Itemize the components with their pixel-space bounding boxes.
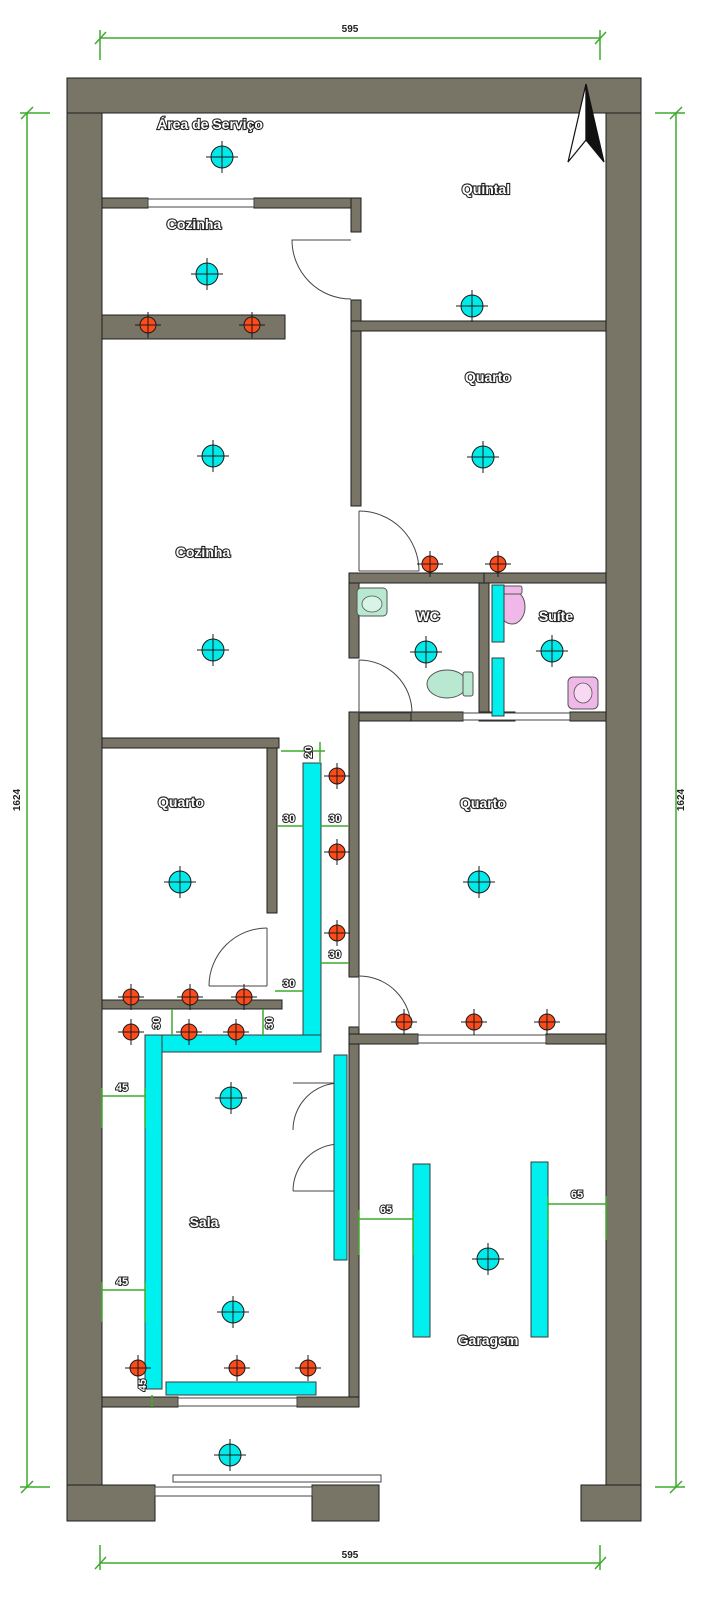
- wall-outlet-icon: [324, 763, 350, 789]
- duct-sala-door: [333, 1054, 348, 1261]
- duct-sala-vertical: [144, 1034, 163, 1390]
- wall-outlet-icon: [485, 551, 511, 577]
- ceiling-light-icon: [191, 258, 223, 290]
- ceiling-light-icon: [467, 441, 499, 473]
- wall-outlet-icon: [177, 984, 203, 1010]
- ceiling-light-icon: [164, 866, 196, 898]
- room-label-quintal: Quintal: [462, 181, 510, 197]
- ceiling-light-icon: [410, 636, 442, 668]
- wall-front-left: [66, 1484, 156, 1522]
- dim-30-b: 30: [329, 813, 341, 825]
- wall-front-right: [580, 1484, 642, 1522]
- ceiling-light-icon: [206, 141, 238, 173]
- window-front: [154, 1486, 313, 1497]
- duct-hall-vertical: [302, 762, 322, 1052]
- wall-outlet-icon: [324, 839, 350, 865]
- room-labels: Área de Serviço Quintal Cozinha Quarto C…: [156, 115, 574, 1349]
- dim-45-a: 45: [116, 1082, 128, 1094]
- dim-30-f: 30: [264, 1017, 276, 1029]
- ceiling-light-icon: [215, 1082, 247, 1114]
- dim-30-e: 30: [151, 1017, 163, 1029]
- ceiling-light-icon: [197, 440, 229, 472]
- room-label-wc: WC: [416, 608, 439, 624]
- top-width-label: 595: [342, 24, 359, 35]
- walls: [66, 77, 642, 1522]
- window-quarto-e: [417, 1034, 547, 1044]
- dim-30-a: 30: [283, 813, 295, 825]
- bottom-width-label: 595: [342, 1550, 359, 1561]
- window-suite: [462, 712, 571, 721]
- wall-outlet-icon: [295, 1355, 321, 1381]
- wall-outlet-icon: [118, 984, 144, 1010]
- wall-outlet-icon: [224, 1355, 250, 1381]
- wall-front-mid: [311, 1484, 380, 1522]
- ceiling-light-icon: [472, 1243, 504, 1275]
- duct-dimensions: 20 30 30 30 30 30 30 45 45 45 65: [101, 742, 607, 1408]
- ceiling-light-icon: [456, 290, 488, 322]
- duct-suite-2: [491, 657, 505, 717]
- ducts: [144, 584, 549, 1396]
- dim-65-a: 65: [380, 1204, 392, 1216]
- room-label-quarto-w: Quarto: [158, 794, 204, 810]
- wall-outlet-icon: [391, 1009, 417, 1035]
- wall-exterior-top: [66, 77, 642, 114]
- dim-45-c: 45: [137, 1379, 149, 1391]
- ceiling-light-icon: [463, 866, 495, 898]
- dim-30-c: 30: [329, 949, 341, 961]
- wall-outlet-icon: [135, 312, 161, 338]
- wall-outlet-icon: [461, 1009, 487, 1035]
- duct-suite-1: [491, 584, 505, 643]
- wall-exterior-right: [605, 77, 642, 1522]
- windows: [147, 198, 571, 1497]
- fixtures: [356, 585, 599, 710]
- wc-toilet: [426, 669, 468, 699]
- room-label-garagem: Garagem: [458, 1332, 519, 1348]
- left-height-label: 1624: [12, 788, 23, 811]
- outer-dimensions: 595 595 1624 1624: [12, 24, 687, 1570]
- gate-front: [172, 1474, 382, 1483]
- wall-outlet-icon: [417, 551, 443, 577]
- wall-outlet-icon: [231, 984, 257, 1010]
- doors: [208, 239, 420, 1192]
- wall-outlet-icon: [176, 1019, 202, 1045]
- wall-outlet-icon: [223, 1019, 249, 1045]
- ceiling-lights: [164, 141, 568, 1471]
- wall-outlet-icon: [125, 1355, 151, 1381]
- room-label-quarto-ne: Quarto: [465, 369, 511, 385]
- room-label-suite: Suíte: [539, 608, 573, 624]
- ceiling-light-icon: [536, 635, 568, 667]
- north-arrow-icon: [567, 83, 605, 163]
- window-cozinha-top: [147, 198, 255, 208]
- ceiling-light-icon: [214, 1439, 246, 1471]
- room-label-area-servico: Área de Serviço: [157, 116, 263, 132]
- wall-outlet-icon: [239, 312, 265, 338]
- dim-30-d: 30: [283, 978, 295, 990]
- dim-20: 20: [303, 746, 315, 758]
- room-label-quarto-e: Quarto: [460, 795, 506, 811]
- duct-sala-bottom: [165, 1381, 317, 1396]
- wall-outlet-icon: [324, 920, 350, 946]
- dim-65-b: 65: [571, 1189, 583, 1201]
- room-label-cozinha-top: Cozinha: [167, 216, 222, 232]
- dim-45-b: 45: [116, 1276, 128, 1288]
- wall-exterior-left: [66, 77, 103, 1522]
- room-label-sala: Sala: [190, 1214, 219, 1230]
- duct-garagem-1: [412, 1163, 431, 1338]
- wall-outlet-icon: [534, 1009, 560, 1035]
- window-sala: [177, 1397, 298, 1407]
- ceiling-light-icon: [197, 634, 229, 666]
- room-label-cozinha-main: Cozinha: [176, 544, 231, 560]
- ceiling-light-icon: [217, 1296, 249, 1328]
- duct-garagem-2: [530, 1161, 549, 1338]
- wall-outlets: [118, 312, 560, 1381]
- wall-outlet-icon: [118, 1019, 144, 1045]
- right-height-label: 1624: [676, 788, 687, 811]
